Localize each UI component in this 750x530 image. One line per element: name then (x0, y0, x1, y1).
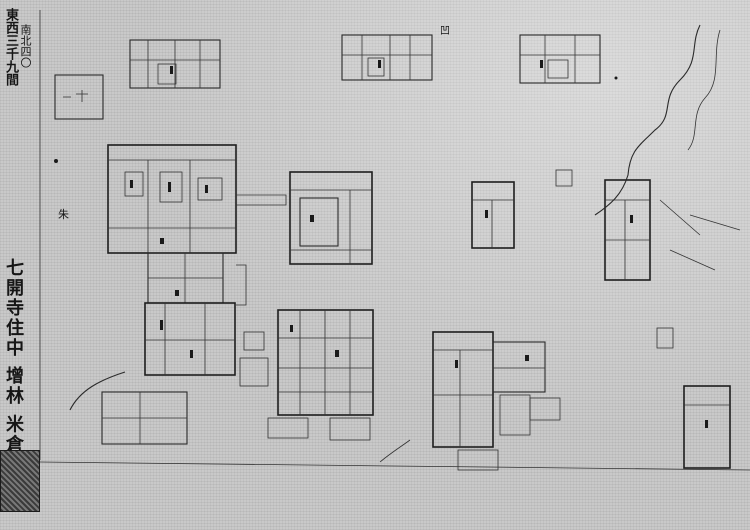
small-mark-box (656, 327, 674, 349)
building-right-center (471, 181, 515, 249)
signature-text: 七開寺住中 增林 米倉 (3, 258, 24, 455)
small-plot-marks (63, 90, 88, 102)
small-mark-box-2 (555, 169, 573, 187)
building-right-lower (432, 331, 561, 471)
mark-dot-2 (614, 76, 618, 80)
building-center (289, 171, 373, 265)
scale-note: 南北四〇 (19, 24, 32, 68)
building-center-lower (267, 309, 374, 441)
building-complex-left (101, 144, 287, 445)
building-top-3 (519, 34, 601, 84)
stream-contour-line (594, 24, 701, 216)
path-line-2 (379, 439, 411, 463)
building-far-right (604, 179, 651, 281)
marker-mark: 朱 (58, 208, 69, 221)
mark-dot (54, 159, 58, 163)
stamp-label: 凹 (440, 26, 450, 37)
hill-contour-line (687, 29, 721, 151)
small-plot-box (54, 74, 104, 120)
bottom-rule-line (39, 461, 750, 471)
seal-stamp (0, 450, 40, 512)
room-ink-marks (130, 60, 708, 428)
building-bottom-right (683, 385, 731, 469)
path-line (69, 371, 126, 411)
document-title: 東西三千九間 (3, 8, 18, 86)
building-top-1 (129, 39, 221, 89)
building-top-2 (341, 34, 433, 81)
tree-marks (659, 199, 741, 271)
